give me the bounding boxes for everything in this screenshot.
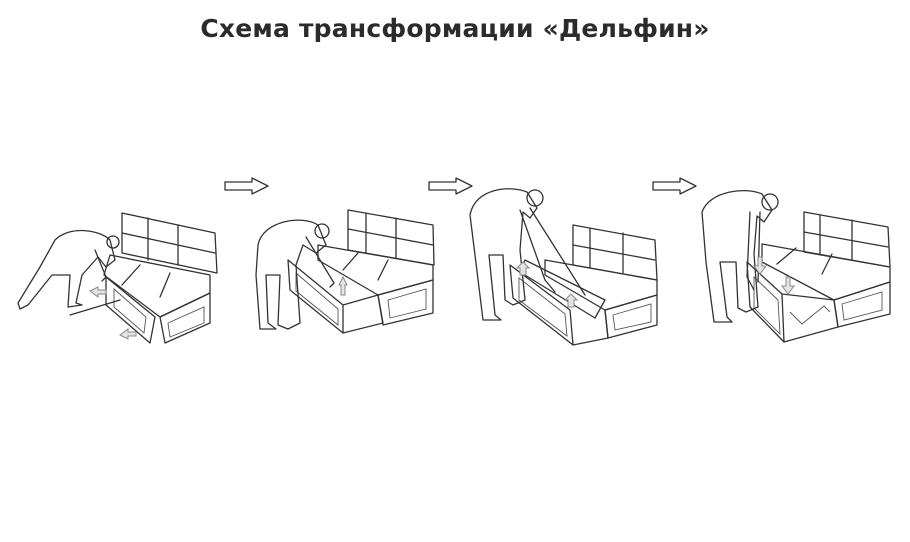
step-arrow-2 [428, 177, 474, 195]
right-arrow-icon [428, 177, 473, 195]
step-arrow-3 [652, 177, 698, 195]
sofa-bed-illustration [701, 190, 891, 343]
right-arrow-icon [652, 177, 697, 195]
step-2 [248, 205, 438, 340]
sofa-raise-block-illustration [469, 188, 658, 346]
step-3 [465, 180, 660, 350]
diagram-title: Схема трансформации «Дельфин» [200, 14, 710, 43]
step-4 [692, 182, 892, 352]
right-arrow-icon [224, 177, 269, 195]
sofa-pull-out-illustration [17, 212, 218, 344]
step-arrow-1 [224, 177, 270, 195]
step-1 [10, 205, 225, 345]
sofa-lift-block-illustration [255, 209, 435, 334]
